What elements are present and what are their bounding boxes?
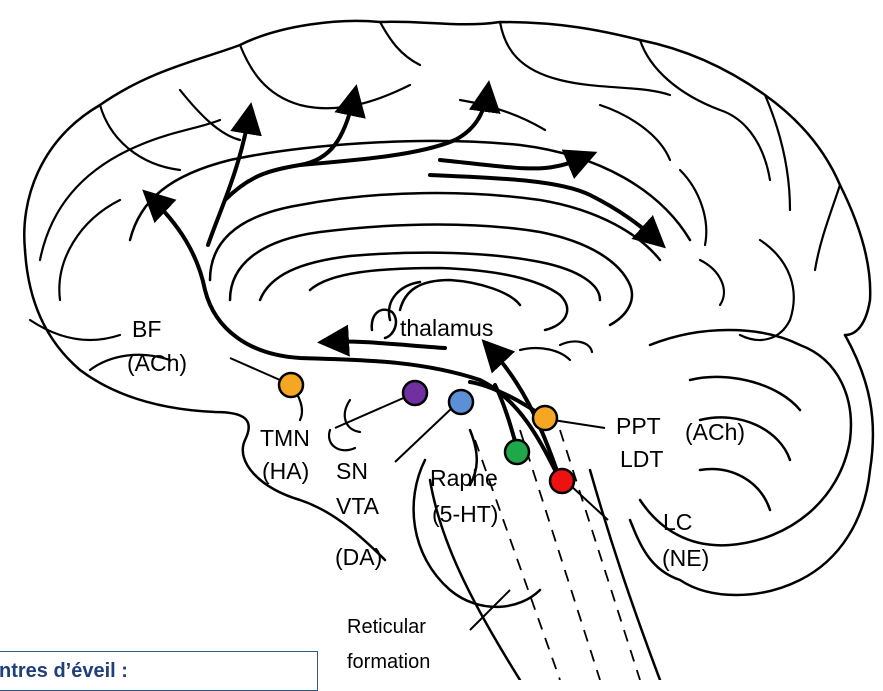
label-reticular: Reticular	[347, 616, 426, 638]
label-formation: formation	[347, 651, 430, 673]
sn-vta-nucleus-dot	[449, 390, 473, 414]
caption-box: ntres d’éveil :	[0, 651, 318, 691]
label-raphe-5ht: (5-HT)	[432, 501, 498, 527]
tmn-nucleus-dot	[403, 381, 427, 405]
lc-nucleus-dot	[550, 469, 574, 493]
label-tmn: TMN	[260, 425, 310, 451]
bf-nucleus-dot	[279, 373, 303, 397]
label-da: (DA)	[335, 544, 382, 570]
label-ppt: PPT	[616, 413, 661, 439]
label-tmn-ha: (HA)	[262, 458, 309, 484]
label-bf: BF	[132, 316, 161, 342]
label-ppt-ach: (ACh)	[685, 419, 745, 445]
label-vta: VTA	[336, 493, 380, 519]
projection-arrows	[148, 88, 660, 480]
label-thalamus: thalamus	[400, 315, 493, 341]
label-sn: SN	[336, 458, 368, 484]
label-lc-ne: (NE)	[662, 545, 709, 571]
raphe-nucleus-dot	[505, 440, 529, 464]
label-ldt: LDT	[620, 446, 663, 472]
ppt-ldt-nucleus-dot	[533, 406, 557, 430]
label-raphe: Raphe	[430, 465, 498, 491]
label-lc: LC	[663, 509, 692, 535]
label-bf-ach: (ACh)	[127, 350, 187, 376]
